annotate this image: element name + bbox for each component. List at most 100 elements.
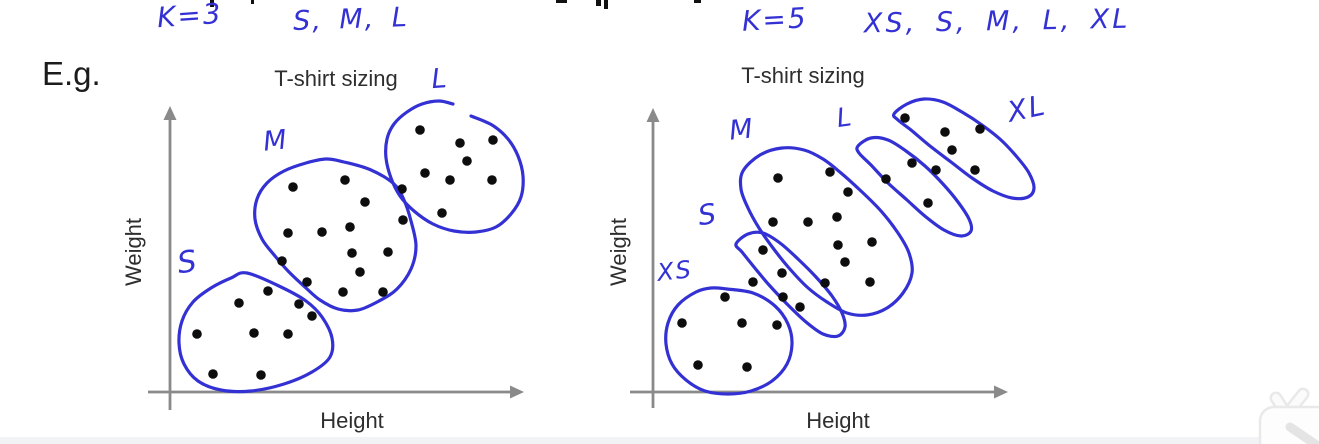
left-chart-title: T-shirt sizing	[274, 66, 398, 91]
bottom-edge-strip	[0, 437, 1319, 444]
data-point	[778, 292, 788, 302]
data-point	[355, 267, 365, 277]
cropped-glyph-mark	[556, 0, 567, 3]
data-point	[931, 165, 941, 175]
data-point	[907, 158, 917, 168]
data-point	[720, 292, 730, 302]
data-point	[488, 135, 498, 145]
left-axes	[148, 106, 524, 410]
left-cluster-label-l: L	[430, 62, 450, 96]
cluster-outline	[384, 99, 525, 234]
data-point	[833, 240, 843, 250]
right-chart	[630, 97, 1036, 408]
data-point	[249, 328, 259, 338]
data-point	[283, 228, 293, 238]
right-cluster-label-xs: XS	[655, 255, 695, 287]
data-point	[277, 256, 287, 266]
data-point	[677, 318, 687, 328]
right-cluster-xl	[891, 97, 1036, 201]
annotation-left-sizes: S, M, L	[292, 1, 410, 38]
data-point	[923, 198, 933, 208]
data-point	[347, 248, 357, 258]
example-label: E.g.	[42, 55, 101, 92]
data-point	[397, 184, 407, 194]
cropped-glyph-mark	[604, 0, 608, 9]
data-point	[947, 145, 957, 155]
data-point	[345, 222, 355, 232]
data-point	[415, 125, 425, 135]
left-cluster-s	[177, 271, 335, 394]
data-point	[748, 277, 758, 287]
data-point	[378, 287, 388, 297]
cluster-outline	[253, 157, 418, 313]
data-point	[773, 173, 783, 183]
data-point	[795, 302, 805, 312]
data-point	[825, 167, 835, 177]
right-cluster-m	[738, 146, 914, 317]
data-point	[192, 329, 202, 339]
data-point	[294, 299, 304, 309]
annotation-right-sizes: XS, S, M, L, XL	[863, 3, 1131, 40]
data-point	[288, 182, 298, 192]
cropped-glyph-mark	[596, 0, 601, 6]
y-axis-arrowhead	[163, 106, 177, 120]
right-cluster-s	[734, 230, 847, 339]
left-y-axis-label: Weight	[121, 217, 146, 287]
data-point	[820, 278, 830, 288]
data-point	[307, 311, 317, 321]
cropped-glyph-mark	[210, 0, 214, 7]
data-point	[487, 175, 497, 185]
left-chart	[148, 99, 525, 410]
cluster-outline	[891, 97, 1036, 201]
data-point	[693, 360, 703, 370]
cluster-outline	[734, 230, 847, 339]
right-cluster-label-xl: XL	[1004, 88, 1050, 129]
y-axis-arrowhead	[646, 108, 660, 122]
data-point	[975, 124, 985, 134]
data-point	[843, 187, 853, 197]
tv-icon	[1258, 387, 1319, 444]
data-point	[338, 287, 348, 297]
right-x-axis-label: Height	[806, 408, 870, 433]
cluster-outline	[664, 286, 794, 396]
right-axes	[630, 108, 1008, 408]
right-cluster-label-m: M	[727, 113, 757, 147]
left-cluster-m	[253, 157, 418, 313]
data-point	[940, 127, 950, 137]
data-point	[803, 217, 813, 227]
data-point	[398, 215, 408, 225]
data-point	[302, 277, 312, 287]
data-point	[768, 217, 778, 227]
right-cluster-label-l: L	[834, 101, 856, 135]
right-chart-title: T-shirt sizing	[741, 63, 865, 88]
data-point	[455, 138, 465, 148]
data-point	[383, 247, 393, 257]
data-point	[758, 245, 768, 255]
annotation-k5: K=5	[741, 1, 809, 38]
cropped-text-remnants	[210, 0, 701, 9]
data-point	[900, 113, 910, 123]
x-axis-arrowhead	[994, 385, 1008, 399]
right-y-axis-label: Weight	[606, 217, 631, 287]
left-x-axis-label: Height	[320, 408, 384, 433]
right-cluster-l	[855, 135, 974, 238]
right-cluster-label-s: S	[695, 196, 721, 233]
cropped-glyph-mark	[694, 0, 701, 3]
data-point	[283, 329, 293, 339]
data-point	[340, 175, 350, 185]
annotation-k3: K=3	[155, 0, 224, 35]
left-cluster-label-m: M	[261, 124, 291, 158]
data-point	[737, 318, 747, 328]
right-cluster-xs	[664, 286, 794, 396]
cluster-outline	[738, 146, 914, 317]
left-cluster-l	[384, 99, 525, 234]
data-point	[867, 237, 877, 247]
tv-screen-fold	[1285, 422, 1319, 444]
cluster-outline	[177, 271, 335, 394]
data-point	[360, 197, 370, 207]
left-cluster-label-s: S	[175, 243, 201, 282]
data-point	[420, 168, 430, 178]
data-point	[865, 277, 875, 287]
